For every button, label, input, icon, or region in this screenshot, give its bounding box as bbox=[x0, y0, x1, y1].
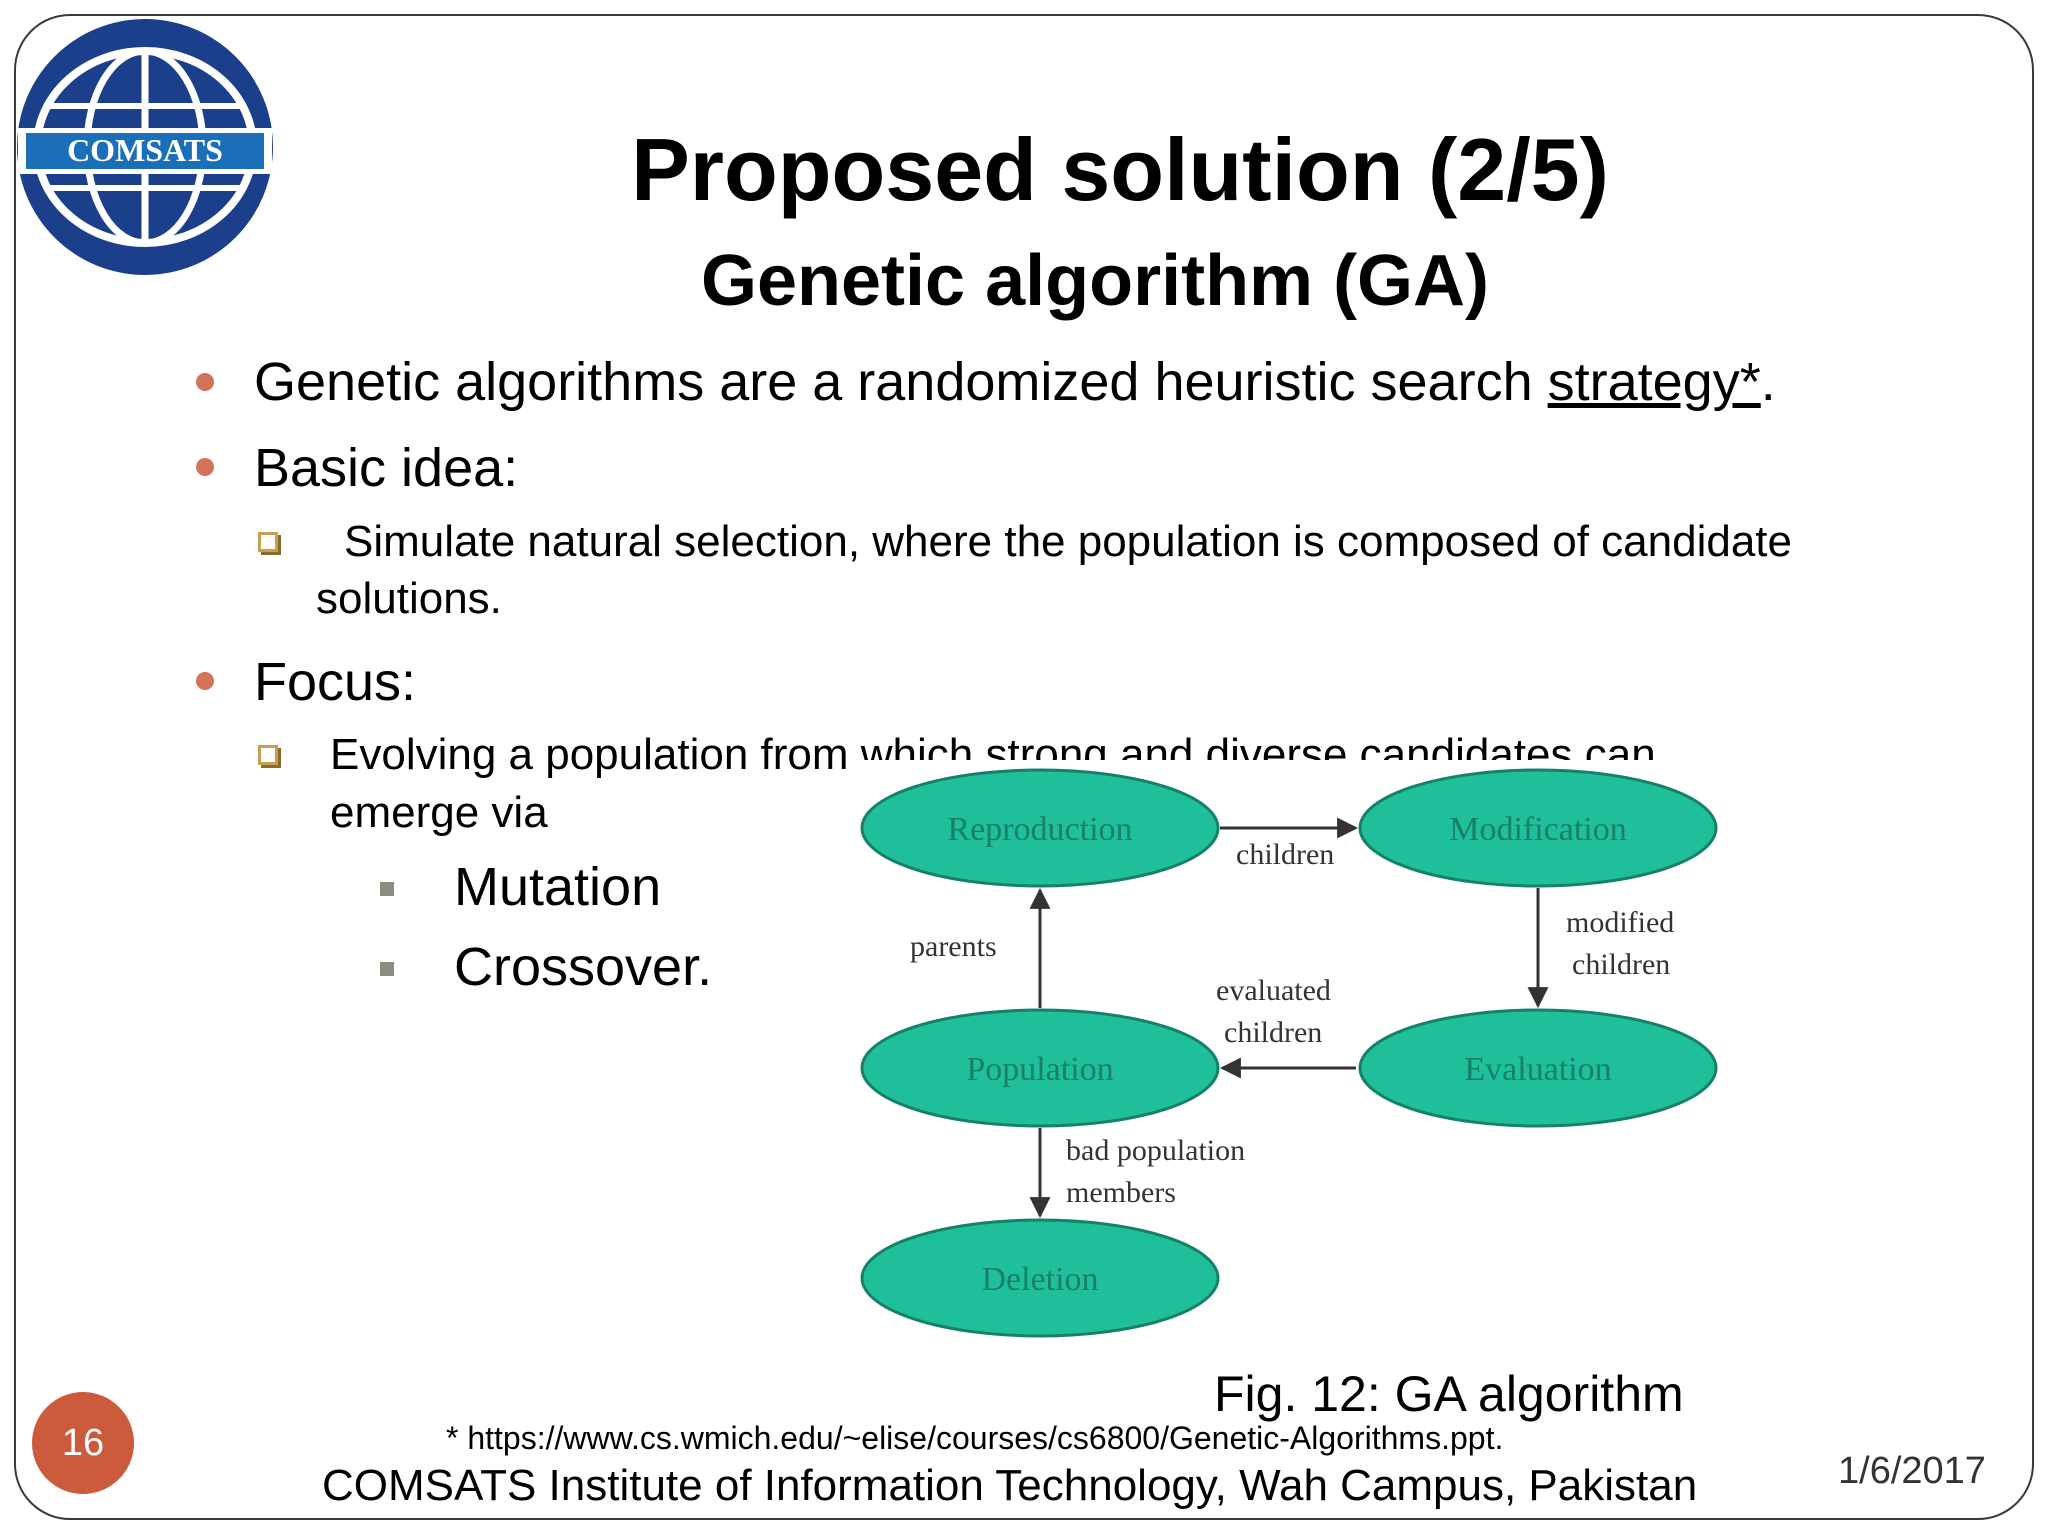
node-modification-label: Modification bbox=[1449, 811, 1627, 848]
edge-label-modified: modified bbox=[1566, 906, 1674, 939]
strategy-footnote-link[interactable]: strategy* bbox=[1547, 352, 1761, 412]
node-modification bbox=[1358, 768, 1718, 888]
list-item-crossover: Crossover. bbox=[454, 937, 713, 997]
edge-label-parents: parents bbox=[910, 930, 997, 963]
footnote: * https://www.cs.wmich.edu/~elise/course… bbox=[446, 1420, 1504, 1456]
slide-title: Proposed solution (2/5) bbox=[631, 120, 1609, 219]
node-deletion bbox=[860, 1218, 1220, 1338]
sub-bullet-square bbox=[258, 745, 278, 765]
comsats-logo: COMSATS bbox=[17, 19, 273, 275]
node-population-label: Population bbox=[966, 1051, 1113, 1088]
bullet-focus: Focus: bbox=[254, 652, 417, 712]
basic-idea-line-1: Simulate natural selection, where the po… bbox=[344, 517, 1793, 566]
list-item-mutation: Mutation bbox=[454, 857, 662, 917]
edge-label-members: members bbox=[1066, 1176, 1176, 1209]
edge-label-bad-population: bad population bbox=[1066, 1134, 1245, 1167]
sub-bullet-square bbox=[258, 532, 278, 552]
node-evaluation-label: Evaluation bbox=[1464, 1051, 1611, 1088]
bullet-dot bbox=[196, 373, 214, 391]
bullet-dot bbox=[196, 458, 214, 476]
bullet-definition-period: . bbox=[1760, 352, 1776, 412]
slide-date: 1/6/2017 bbox=[1838, 1450, 1986, 1492]
edge-label-children: children bbox=[1236, 838, 1334, 871]
bullet-definition: Genetic algorithms are a randomized heur… bbox=[254, 350, 1776, 414]
basic-idea-line-2: solutions. bbox=[316, 574, 502, 623]
node-deletion-label: Deletion bbox=[981, 1261, 1098, 1298]
node-population bbox=[860, 1008, 1220, 1128]
slide-frame bbox=[14, 14, 2034, 1520]
list-bullet bbox=[380, 882, 394, 896]
edge-label-evaluated: evaluated bbox=[1216, 974, 1331, 1007]
bullet-basic-idea: Basic idea: bbox=[254, 438, 519, 498]
bullet-definition-text: Genetic algorithms are a randomized heur… bbox=[254, 352, 1548, 412]
node-evaluation bbox=[1358, 1008, 1718, 1128]
slide-footer: COMSATS Institute of Information Technol… bbox=[322, 1461, 1698, 1510]
ga-diagram: Reproduction Modification Population Eva… bbox=[854, 760, 1774, 1344]
slide-subtitle: Genetic algorithm (GA) bbox=[700, 241, 1490, 321]
list-bullet bbox=[380, 962, 394, 976]
logo-text: COMSATS bbox=[67, 132, 223, 168]
edge-label-modified-children: children bbox=[1572, 948, 1670, 981]
page-number-badge: 16 bbox=[32, 1392, 134, 1494]
bullet-dot bbox=[196, 672, 214, 690]
focus-line-2: emerge via bbox=[330, 788, 548, 837]
node-reproduction-label: Reproduction bbox=[947, 811, 1132, 848]
node-reproduction bbox=[860, 768, 1220, 888]
edge-label-evaluated-children: children bbox=[1224, 1016, 1322, 1049]
figure-caption: Fig. 12: GA algorithm bbox=[1214, 1366, 1684, 1422]
